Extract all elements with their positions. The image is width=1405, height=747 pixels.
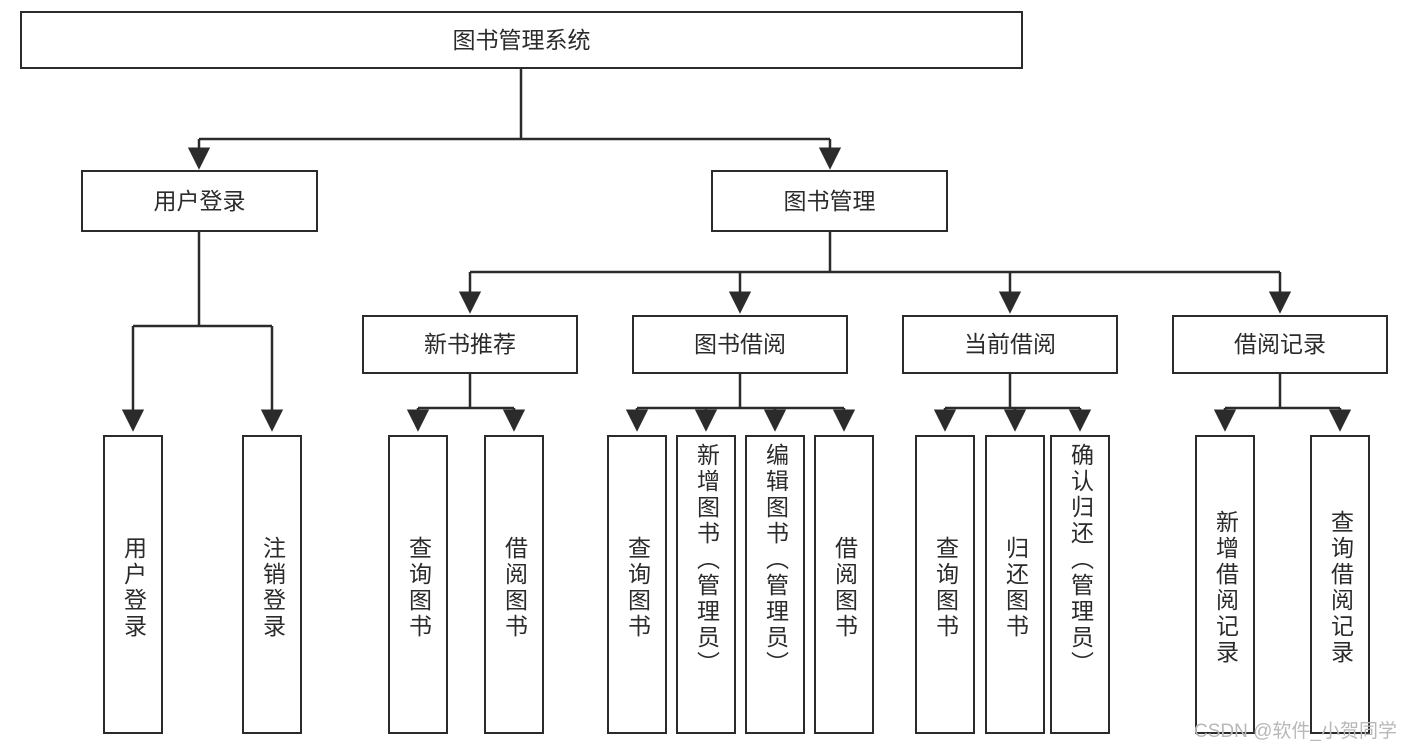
- node-label: 用户登录: [120, 535, 147, 640]
- leaf-query-book-2[interactable]: 查询图书: [607, 435, 667, 734]
- node-label: 编辑图书（管理员）: [762, 443, 789, 677]
- node-user-login[interactable]: 用户登录: [81, 170, 318, 232]
- leaf-query-record[interactable]: 查询借阅记录: [1310, 435, 1370, 734]
- node-label: 确认归还（管理员）: [1067, 443, 1094, 677]
- node-label: 归还图书: [1002, 535, 1029, 640]
- leaf-borrow-book-2[interactable]: 借阅图书: [814, 435, 874, 734]
- node-label: 注销登录: [259, 535, 286, 640]
- node-label: 图书借阅: [694, 331, 786, 358]
- node-label: 借阅图书: [831, 535, 858, 640]
- node-label: 查询图书: [405, 535, 432, 640]
- leaf-confirm-return[interactable]: 确认归还（管理员）: [1050, 435, 1110, 734]
- node-current-borrow[interactable]: 当前借阅: [902, 315, 1118, 374]
- node-label: 查询图书: [932, 535, 959, 640]
- node-label: 图书管理系统: [452, 26, 591, 53]
- leaf-borrow-book-1[interactable]: 借阅图书: [484, 435, 544, 734]
- node-book-borrow[interactable]: 图书借阅: [632, 315, 848, 374]
- node-book-manage[interactable]: 图书管理: [711, 170, 948, 232]
- node-label: 新书推荐: [424, 331, 516, 358]
- leaf-query-book-1[interactable]: 查询图书: [388, 435, 448, 734]
- leaf-query-book-3[interactable]: 查询图书: [915, 435, 975, 734]
- leaf-add-book[interactable]: 新增图书（管理员）: [676, 435, 736, 734]
- leaf-return-book[interactable]: 归还图书: [985, 435, 1045, 734]
- node-label: 新增图书（管理员）: [693, 443, 720, 677]
- leaf-logout[interactable]: 注销登录: [242, 435, 302, 734]
- node-label: 新增借阅记录: [1212, 509, 1239, 666]
- node-label: 借阅记录: [1234, 331, 1326, 358]
- node-label: 借阅图书: [501, 535, 528, 640]
- watermark-text: CSDN @软件_小贺同学: [1194, 721, 1397, 742]
- node-label: 查询借阅记录: [1327, 509, 1354, 666]
- leaf-add-record[interactable]: 新增借阅记录: [1195, 435, 1255, 734]
- node-new-book-rec[interactable]: 新书推荐: [362, 315, 578, 374]
- leaf-edit-book[interactable]: 编辑图书（管理员）: [745, 435, 805, 734]
- node-label: 查询图书: [624, 535, 651, 640]
- node-label: 用户登录: [153, 187, 246, 214]
- node-label: 当前借阅: [964, 331, 1056, 358]
- node-label: 图书管理: [783, 187, 876, 214]
- leaf-user-login[interactable]: 用户登录: [103, 435, 163, 734]
- node-borrow-record[interactable]: 借阅记录: [1172, 315, 1388, 374]
- node-root-system[interactable]: 图书管理系统: [20, 11, 1023, 69]
